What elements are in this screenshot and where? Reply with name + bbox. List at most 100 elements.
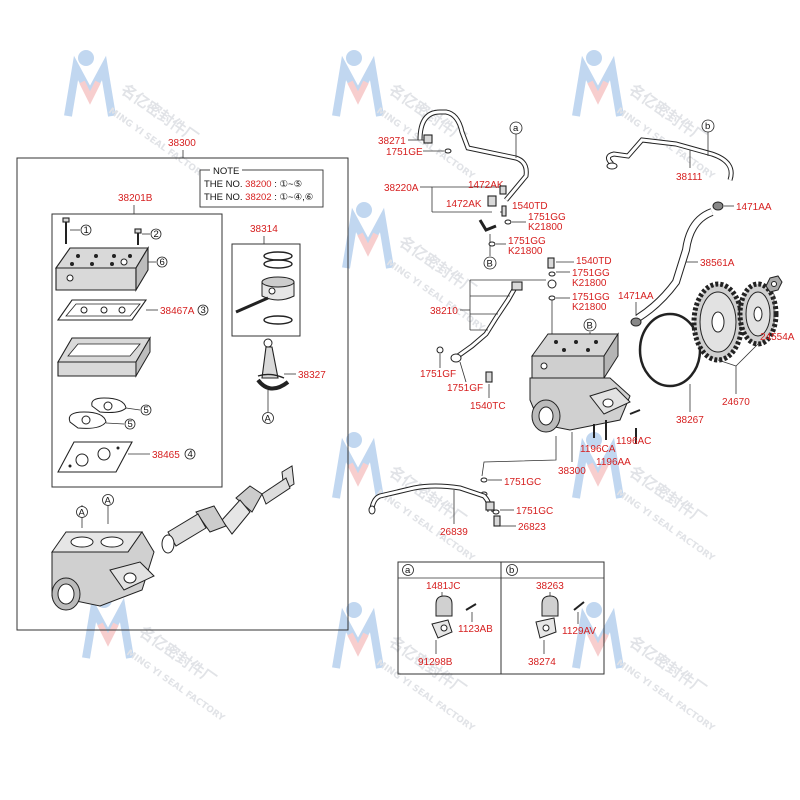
- part-label-K21800-1[interactable]: K21800: [528, 222, 563, 233]
- callout-A-case-1-text: A: [79, 508, 86, 519]
- note-line2-rest: : ①~④,⑥: [272, 192, 314, 203]
- note-line1-rest: : ①~⑤: [272, 179, 303, 190]
- circled-number-5b-text: 5: [128, 419, 133, 430]
- circled-number-4: [184, 448, 196, 460]
- oil-pipe-group: 1751GC 26839 1751GC 26823: [368, 436, 557, 538]
- bolt: [573, 601, 585, 611]
- watermark-logo: [572, 432, 624, 499]
- callout-A-rod: [262, 412, 274, 424]
- compressor-body: [529, 332, 631, 433]
- part-label-1540TD-1[interactable]: 1540TD: [512, 201, 548, 212]
- circled-number-5-text: 5: [144, 405, 149, 416]
- note-line1-part[interactable]: 38200: [245, 179, 271, 190]
- cylinder-base-gasket: [57, 441, 133, 473]
- part-label-38467A[interactable]: 38467A: [160, 306, 195, 317]
- part-label-38300[interactable]: 38300: [168, 138, 196, 149]
- part-label-1540TD-2[interactable]: 1540TD: [576, 256, 612, 267]
- part-label-26823[interactable]: 26823: [518, 522, 546, 533]
- circled-number-4-text: 4: [188, 449, 193, 460]
- part-label-1129AV[interactable]: 1129AV: [562, 626, 596, 637]
- part-label-1751GC-1[interactable]: 1751GC: [504, 477, 541, 488]
- part-label-38561A[interactable]: 38561A: [700, 258, 735, 269]
- part-label-38263[interactable]: 38263: [536, 581, 564, 592]
- part-label-K21800-2[interactable]: K21800: [508, 246, 543, 257]
- drive-gear-small: [737, 281, 779, 347]
- part-label-1472AK-1[interactable]: 1472AK: [468, 180, 504, 191]
- watermark-logo: [342, 202, 394, 269]
- bolt: [493, 515, 501, 527]
- part-label-38300-compressor[interactable]: 38300: [558, 466, 586, 477]
- left-assembly-group: 38300 NOTE THE NO. 38200 : ①~⑤ THE NO. 3…: [16, 138, 349, 631]
- part-label-38314[interactable]: 38314: [250, 224, 278, 235]
- callout-A-rod-text: A: [265, 414, 272, 425]
- part-label-K21800-3[interactable]: K21800: [572, 278, 607, 289]
- piston-ring-lower: [263, 315, 293, 325]
- gear-group: 38267 24554A 24670: [638, 275, 795, 426]
- piston: [261, 276, 295, 301]
- detail-panels: a 1481JC 1123AB 91298B b 38263 1129AV 38…: [397, 561, 605, 675]
- watermark-logo: [332, 602, 384, 669]
- pipe-clamp: [487, 195, 497, 207]
- piston-pin: [235, 296, 269, 314]
- part-label-38201B[interactable]: 38201B: [118, 193, 153, 204]
- part-label-38271[interactable]: 38271: [378, 136, 406, 147]
- part-label-K21800-4[interactable]: K21800: [572, 302, 607, 313]
- part-label-1751GG-2[interactable]: 1751GG: [508, 236, 546, 247]
- valve-plate-gasket: [56, 299, 148, 321]
- circled-number-1: [80, 224, 92, 236]
- callout-B-text: B: [487, 259, 493, 270]
- part-label-38220A[interactable]: 38220A: [384, 183, 419, 194]
- part-label-1471AA-2[interactable]: 1471AA: [618, 291, 654, 302]
- part-label-1751GG-1[interactable]: 1751GG: [528, 212, 566, 223]
- watermark-logo: [572, 602, 624, 669]
- watermark-cn: 名亿密封件厂: [136, 623, 220, 689]
- part-label-1751GF-2[interactable]: 1751GF: [447, 383, 483, 394]
- pipe-clamp-a: [431, 595, 453, 639]
- part-label-38465[interactable]: 38465: [152, 450, 180, 461]
- part-label-1540TC[interactable]: 1540TC: [470, 401, 506, 412]
- bolt: [465, 603, 477, 611]
- circled-number-5: [140, 404, 152, 416]
- crankcase: A A: [51, 494, 155, 611]
- part-label-24670[interactable]: 24670: [722, 397, 750, 408]
- part-label-1751GF-1[interactable]: 1751GF: [420, 369, 456, 380]
- pipe-fitting: [423, 134, 433, 144]
- circled-number-3: [197, 304, 209, 316]
- detail-a-key: [402, 564, 414, 576]
- watermark-cn: 名亿密封件厂: [626, 633, 710, 699]
- callout-a-text: a: [513, 123, 519, 134]
- part-label-38327[interactable]: 38327: [298, 370, 326, 381]
- part-label-1751GG-4[interactable]: 1751GG: [572, 292, 610, 303]
- circled-number-6-text: 6: [160, 257, 165, 268]
- part-label-1751GE[interactable]: 1751GE: [386, 147, 423, 158]
- part-label-1123AB[interactable]: 1123AB: [458, 624, 493, 635]
- part-label-38274[interactable]: 38274: [528, 657, 556, 668]
- part-label-24554A[interactable]: 24554A: [760, 332, 795, 343]
- note-title: NOTE: [213, 166, 239, 177]
- part-label-38267[interactable]: 38267: [676, 415, 704, 426]
- compressor-group: 38210 1540TD 1751GG K21800 1751GG K21800…: [420, 256, 651, 477]
- part-label-1481JC[interactable]: 1481JC: [426, 581, 460, 592]
- part-label-1196AC[interactable]: 1196AC: [616, 436, 651, 447]
- part-label-26839[interactable]: 26839: [440, 527, 468, 538]
- crankshaft: [161, 465, 295, 554]
- part-label-1472AK-2[interactable]: 1472AK: [446, 199, 482, 210]
- svg-text:THE NO. 38202 : ①~④,⑥: THE NO. 38202 : ①~④,⑥: [204, 192, 314, 203]
- part-label-1751GC-2[interactable]: 1751GC: [516, 506, 553, 517]
- part-label-91298B[interactable]: 91298B: [418, 657, 453, 668]
- callout-A-case-2: [102, 494, 114, 506]
- pipe-clamp: [499, 185, 507, 195]
- head-bolt-short: [134, 228, 142, 245]
- part-label-1471AA-1[interactable]: 1471AA: [736, 202, 772, 213]
- assembly-frame: [16, 157, 349, 631]
- part-label-1196AA[interactable]: 1196AA: [596, 457, 631, 468]
- part-label-1751GG-3[interactable]: 1751GG: [572, 268, 610, 279]
- watermark-logo: [332, 50, 384, 117]
- part-label-38111[interactable]: 38111: [676, 172, 703, 183]
- watermark-logo: [572, 50, 624, 117]
- part-label-38210[interactable]: 38210: [430, 306, 458, 317]
- note-line2-part[interactable]: 38202: [245, 192, 271, 203]
- part-label-1196CA[interactable]: 1196CA: [580, 444, 616, 455]
- head-subframe: [51, 213, 223, 488]
